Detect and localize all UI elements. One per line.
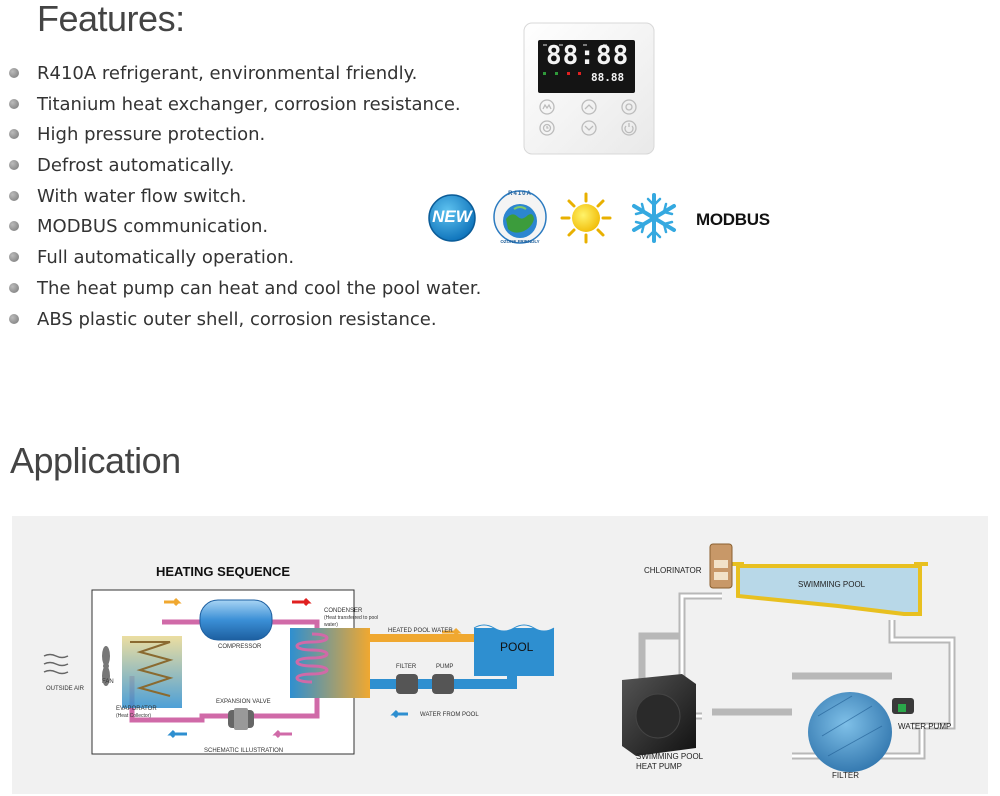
feature-item: High pressure protection. xyxy=(8,121,481,152)
feature-item: Titanium heat exchanger, corrosion resis… xyxy=(8,91,481,122)
pump-label: PUMP xyxy=(436,664,454,670)
feature-item: Defrost automatically. xyxy=(8,152,481,183)
swimming-pool-heat-pump-label: SWIMMING POOL HEAT PUMP xyxy=(636,752,703,771)
swimming-pool-label: SWIMMING POOL xyxy=(798,580,866,589)
snowflake-icon xyxy=(626,192,682,244)
new-badge-icon: NEW xyxy=(427,193,477,243)
bullet-icon xyxy=(9,313,19,324)
expansion-valve-label: EXPANSION VALVE xyxy=(216,699,271,705)
condenser-label: CONDENSER xyxy=(324,608,363,614)
ozone-friendly-label: OZONE FRIENDLY xyxy=(500,239,540,244)
controller-display-main: 88:88 xyxy=(546,41,630,71)
feature-item: R410A refrigerant, environmental friendl… xyxy=(8,60,481,91)
controller-panel-image: 88:88 88.88 xyxy=(523,22,655,155)
chlorinator-label: CHLORINATOR xyxy=(644,566,702,575)
bullet-icon xyxy=(9,190,19,201)
schematic-illustration-label: SCHEMATIC ILLUSTRATION xyxy=(204,748,284,754)
heating-sequence-title: HEATING SEQUENCE xyxy=(156,564,291,579)
bullet-icon xyxy=(9,68,19,78)
bullet-icon xyxy=(9,129,19,140)
pool-label: POOL xyxy=(500,640,534,654)
power-button-icon[interactable] xyxy=(621,120,637,136)
r410a-label: R410A xyxy=(508,191,532,197)
feature-item: MODBUS communication. xyxy=(8,213,481,244)
clock-button-icon[interactable] xyxy=(539,120,555,136)
up-button-icon[interactable] xyxy=(581,99,597,115)
evaporator-label: EVAPORATOR xyxy=(116,706,157,712)
bullet-icon xyxy=(9,221,19,232)
application-diagram-panel: HEATING SEQUENCE COMPRESSOR CONDENSER (H… xyxy=(12,516,988,794)
filter-tank-label: FILTER xyxy=(832,771,859,780)
fan-label: FAN xyxy=(102,679,114,685)
features-list: R410A refrigerant, environmental friendl… xyxy=(8,60,481,336)
ozone-friendly-globe-icon: R410A OZONE FRIENDLY xyxy=(492,189,548,249)
down-button-icon[interactable] xyxy=(581,120,597,136)
application-heading: Application xyxy=(10,440,181,481)
outside-air-label: OUTSIDE AIR xyxy=(46,686,85,692)
bullet-icon xyxy=(9,252,19,263)
feature-item: Full automatically operation. xyxy=(8,244,481,275)
bullet-icon xyxy=(9,98,19,109)
heated-pool-water-label: HEATED POOL WATER xyxy=(388,628,453,634)
sun-icon xyxy=(560,192,612,244)
pool-system-diagram: CHLORINATOR SWIMMING POOL SWIMMING POOL … xyxy=(592,516,988,794)
feature-item: ABS plastic outer shell, corrosion resis… xyxy=(8,306,481,337)
filter-label: FILTER xyxy=(396,664,417,670)
water-pump-label: WATER PUMP xyxy=(898,722,952,731)
bullet-icon xyxy=(9,282,19,293)
features-heading: Features: xyxy=(37,0,185,39)
mode-button-icon[interactable] xyxy=(539,99,555,115)
compressor-label: COMPRESSOR xyxy=(218,644,262,650)
bullet-icon xyxy=(9,160,19,171)
feature-item: The heat pump can heat and cool the pool… xyxy=(8,275,481,306)
modbus-label: MODBUS xyxy=(696,210,770,229)
evaporator-note: (Heat Collector) xyxy=(116,713,152,719)
new-badge-label: NEW xyxy=(432,207,472,226)
water-from-pool-label: WATER FROM POOL xyxy=(420,712,479,718)
condenser-note: (Heat transferred to pool water) xyxy=(324,615,379,628)
heating-sequence-diagram: HEATING SEQUENCE COMPRESSOR CONDENSER (H… xyxy=(12,516,572,794)
feature-item: With water flow switch. xyxy=(8,183,481,214)
fan-button-icon[interactable] xyxy=(621,99,637,115)
controller-display-small: 88.88 xyxy=(591,71,625,84)
